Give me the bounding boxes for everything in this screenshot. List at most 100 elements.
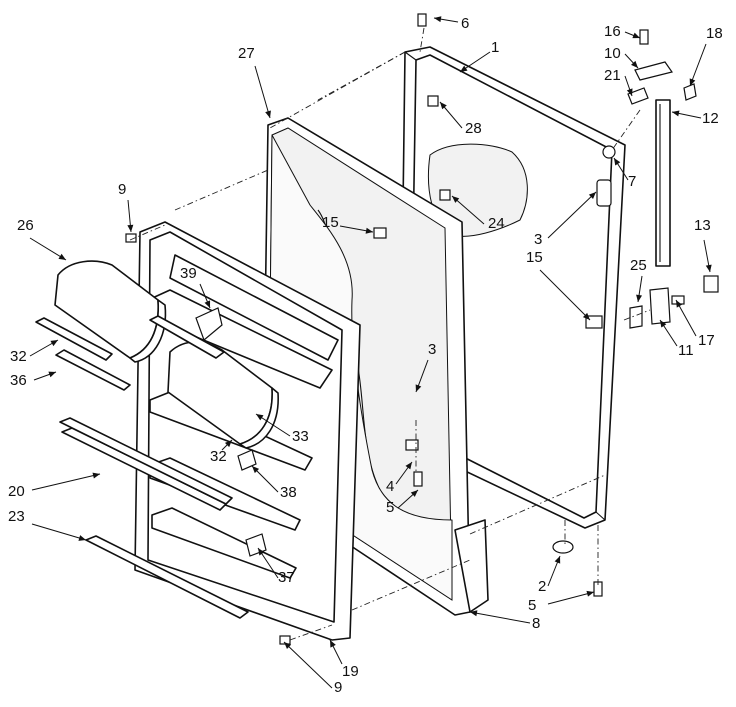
callout-label: 2 bbox=[538, 578, 546, 595]
callout-label: 33 bbox=[292, 428, 309, 445]
construction-lines bbox=[129, 27, 651, 641]
callout-label: 9 bbox=[118, 181, 126, 198]
callout-label: 10 bbox=[604, 45, 621, 62]
callout-c15a: 15 bbox=[322, 214, 374, 234]
callout-label: 28 bbox=[465, 120, 482, 137]
callout-arrow-icon bbox=[410, 490, 418, 497]
callout-label: 20 bbox=[8, 483, 25, 500]
callout-arrow-icon bbox=[252, 466, 260, 474]
callout-arrow-icon bbox=[405, 462, 412, 470]
callout-leader-line bbox=[283, 641, 333, 689]
callout-arrow-icon bbox=[631, 60, 638, 68]
callout-c18: 18 bbox=[689, 25, 723, 87]
callout-c17: 17 bbox=[675, 299, 715, 349]
callout-arrow-icon bbox=[586, 590, 594, 597]
callout-c2: 2 bbox=[538, 555, 561, 595]
callout-label: 5 bbox=[386, 499, 394, 516]
callout-arrow-icon bbox=[58, 253, 66, 260]
callout-leader-line bbox=[451, 195, 485, 225]
dairy-door-left bbox=[54, 260, 167, 363]
callout-label: 3 bbox=[428, 341, 436, 358]
callout-label: 32 bbox=[210, 448, 227, 465]
callout-c38: 38 bbox=[251, 465, 297, 501]
callout-c3b: 3 bbox=[415, 341, 436, 393]
callout-arrow-icon bbox=[204, 300, 211, 308]
callout-label: 9 bbox=[334, 679, 342, 696]
callout-c13: 13 bbox=[694, 217, 712, 273]
callout-label: 37 bbox=[278, 569, 295, 586]
callout-label: 19 bbox=[342, 663, 359, 680]
callout-c33: 33 bbox=[255, 413, 309, 445]
callout-c10: 10 bbox=[604, 45, 639, 69]
callout-arrow-icon bbox=[470, 610, 478, 617]
callout-arrow-icon bbox=[284, 642, 292, 650]
callout-arrow-icon bbox=[256, 414, 264, 421]
small-hardware bbox=[125, 13, 719, 645]
callout-arrow-icon bbox=[365, 227, 373, 234]
callout-leader-line bbox=[469, 611, 531, 624]
callout-arrow-icon bbox=[672, 110, 680, 117]
callout-c7: 7 bbox=[613, 157, 636, 190]
callout-c37: 37 bbox=[257, 547, 295, 586]
callout-arrow-icon bbox=[92, 472, 100, 479]
callout-label: 6 bbox=[461, 15, 469, 32]
callout-label: 26 bbox=[17, 217, 34, 234]
callout-c36: 36 bbox=[10, 371, 57, 389]
callout-arrow-icon bbox=[632, 32, 640, 39]
callout-arrow-icon bbox=[224, 440, 232, 448]
callout-c5b: 5 bbox=[528, 590, 595, 614]
callout-c32a: 32 bbox=[10, 339, 59, 365]
callout-c24: 24 bbox=[451, 195, 505, 232]
callout-arrow-icon bbox=[50, 340, 58, 347]
callout-c9a: 9 bbox=[118, 181, 134, 233]
callout-c26: 26 bbox=[17, 217, 67, 261]
callout-c3a: 3 bbox=[534, 191, 597, 248]
callout-arrow-icon bbox=[265, 110, 271, 118]
callout-c15b: 15 bbox=[526, 249, 591, 321]
callout-arrow-icon bbox=[660, 320, 667, 328]
callout-c21: 21 bbox=[604, 67, 633, 97]
callout-arrow-icon bbox=[676, 300, 683, 308]
callout-c11: 11 bbox=[659, 319, 694, 359]
callout-arrow-icon bbox=[636, 294, 643, 302]
callout-c9b: 9 bbox=[283, 641, 342, 696]
callout-label: 21 bbox=[604, 67, 621, 84]
callout-arrow-icon bbox=[127, 224, 134, 232]
callout-arrow-icon bbox=[452, 196, 460, 203]
shelf-trim-strips bbox=[35, 315, 249, 619]
callout-label: 27 bbox=[238, 45, 255, 62]
callout-c23: 23 bbox=[8, 508, 87, 541]
callout-leader-line bbox=[29, 237, 67, 261]
callout-c28: 28 bbox=[439, 101, 482, 137]
callout-c4: 4 bbox=[386, 461, 413, 495]
callout-label: 38 bbox=[280, 484, 297, 501]
callout-label: 4 bbox=[386, 478, 394, 495]
callout-arrow-icon bbox=[330, 640, 336, 648]
callout-arrow-icon bbox=[415, 384, 422, 392]
callout-leader-line bbox=[547, 591, 595, 605]
callout-arrow-icon bbox=[705, 264, 712, 272]
callout-arrow-icon bbox=[258, 548, 265, 556]
callout-label: 16 bbox=[604, 23, 621, 40]
callout-c6: 6 bbox=[433, 15, 469, 32]
callout-arrow-icon bbox=[460, 65, 468, 72]
callout-arrow-icon bbox=[434, 16, 442, 23]
callout-arrow-icon bbox=[554, 556, 561, 564]
callout-leader-line bbox=[547, 191, 597, 239]
callout-label: 18 bbox=[706, 25, 723, 42]
callout-leader-line bbox=[254, 65, 271, 119]
callout-label: 13 bbox=[694, 217, 711, 234]
callout-c27: 27 bbox=[238, 45, 271, 119]
callout-label: 23 bbox=[8, 508, 25, 525]
callout-c39: 39 bbox=[180, 265, 211, 309]
callout-label: 8 bbox=[532, 615, 540, 632]
callout-label: 7 bbox=[628, 173, 636, 190]
callout-c20: 20 bbox=[8, 472, 101, 500]
callout-c12: 12 bbox=[671, 110, 719, 127]
callout-label: 32 bbox=[10, 348, 27, 365]
callout-c1: 1 bbox=[459, 39, 499, 73]
callout-arrow-icon bbox=[48, 371, 56, 378]
callout-label: 15 bbox=[322, 214, 339, 231]
